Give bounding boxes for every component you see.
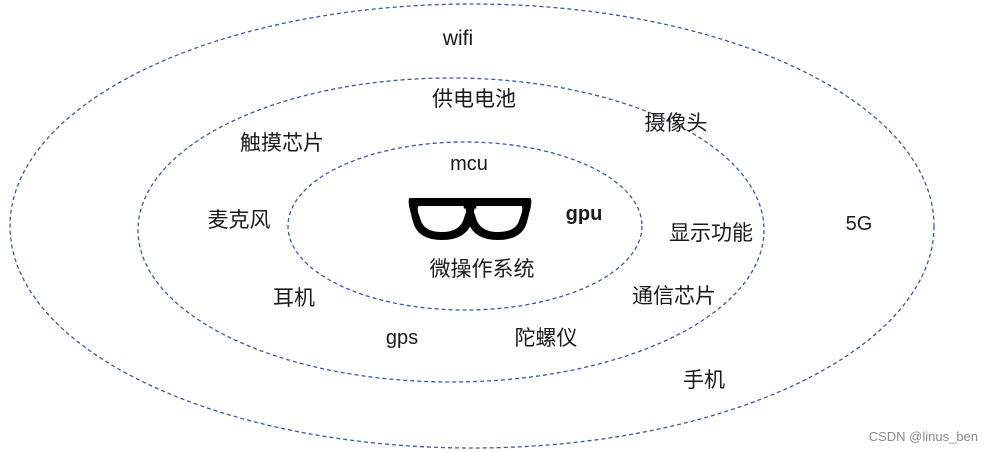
label-display: 显示功能	[669, 221, 753, 245]
label-comm-chip: 通信芯片	[632, 284, 716, 308]
label-os: 微操作系统	[430, 257, 535, 281]
label-microphone: 麦克风	[208, 208, 271, 232]
glasses-icon	[408, 198, 532, 240]
label-5g: 5G	[846, 213, 873, 235]
label-mcu: mcu	[450, 153, 488, 175]
label-gyroscope: 陀螺仪	[515, 326, 578, 350]
label-gpu: gpu	[566, 203, 603, 225]
inner-ring	[287, 141, 643, 311]
label-phone: 手机	[683, 368, 725, 392]
label-gps: gps	[386, 327, 418, 349]
watermark: CSDN @linus_ben	[869, 429, 978, 444]
label-camera: 摄像头	[645, 111, 708, 135]
label-earphone: 耳机	[273, 286, 315, 310]
outer-ring	[9, 3, 935, 449]
label-battery: 供电电池	[432, 87, 516, 111]
label-wifi: wifi	[442, 27, 473, 50]
middle-ring	[137, 77, 765, 383]
label-touch-chip: 触摸芯片	[240, 131, 324, 155]
